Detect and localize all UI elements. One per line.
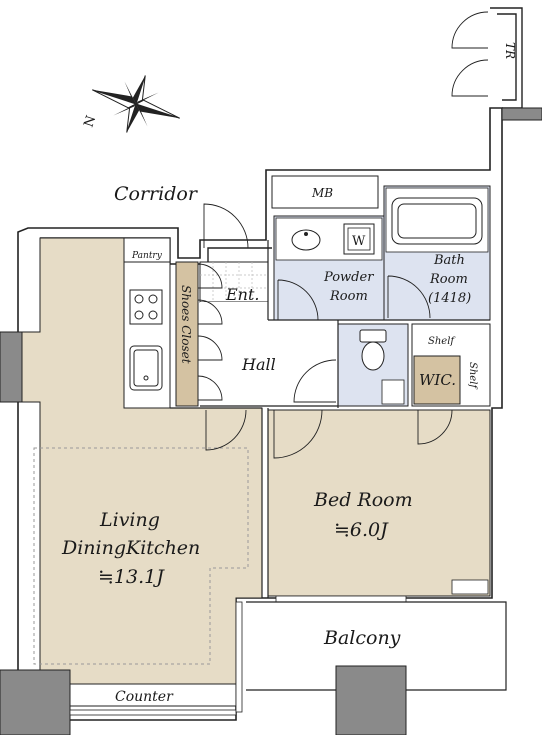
tr-door-1 xyxy=(451,11,489,49)
ldk-side-window xyxy=(235,601,243,713)
mb-label: MB xyxy=(311,186,333,200)
doors xyxy=(197,11,489,459)
pantry-label: Pantry xyxy=(131,251,163,261)
column-left-lower xyxy=(0,669,71,735)
bathtub-icon xyxy=(391,197,483,245)
shelf-side-label: Shelf xyxy=(467,362,478,390)
shelf-top-label: Shelf xyxy=(428,336,456,347)
washbasin-icon xyxy=(291,229,321,251)
washer-label: W xyxy=(352,234,366,249)
kitchen-sink-icon xyxy=(129,345,163,391)
bath-room-label-1: Bath xyxy=(433,253,465,268)
bedroom-ac-box xyxy=(451,579,489,595)
column-upper-right xyxy=(501,107,542,121)
counter-label: Counter xyxy=(115,689,174,705)
bath-room-label-2: Room xyxy=(429,272,468,287)
shoes-closet-door-3 xyxy=(197,335,223,361)
toilet-cabinet xyxy=(381,379,405,405)
toilet-door xyxy=(293,359,337,403)
ldk-size: ≒13.1J xyxy=(98,566,165,588)
washing-machine-icon: W xyxy=(343,223,375,255)
entrance-door xyxy=(203,203,249,249)
tr-label: TR xyxy=(503,42,517,59)
powder-room-label-2: Room xyxy=(329,289,368,304)
balcony-label: Balcony xyxy=(323,627,401,649)
shoes-closet-label: Shoes Closet xyxy=(179,285,193,364)
bedroom-floor xyxy=(267,409,491,597)
stove-icon xyxy=(129,289,163,325)
ldk-window xyxy=(69,709,237,716)
bedroom-door xyxy=(273,409,323,459)
hall-label: Hall xyxy=(241,355,276,374)
bedroom-name: Bed Room xyxy=(313,489,413,511)
entrance-tiles xyxy=(199,261,269,303)
bath-door xyxy=(387,275,431,319)
ldk-door xyxy=(205,409,247,451)
shoes-closet-door-1 xyxy=(197,263,223,289)
interior-walls xyxy=(170,240,490,598)
ldk-label-1: Living xyxy=(99,509,160,531)
shoes-closet xyxy=(175,261,199,407)
wic-label: WIC. xyxy=(419,371,456,389)
shoes-closet-door-2 xyxy=(197,299,223,325)
compass-icon: N xyxy=(82,75,180,133)
ldk-label-2: DiningKitchen xyxy=(61,537,200,559)
compass-north-label: N xyxy=(82,114,100,129)
entrance-label: Ent. xyxy=(225,285,260,304)
bath-room-label-3: (1418) xyxy=(428,291,471,306)
ldk-dashed-outline xyxy=(33,447,249,665)
bedroom-window xyxy=(275,595,407,603)
wic-door xyxy=(417,409,453,445)
pantry xyxy=(123,237,171,263)
powder-room-door xyxy=(277,279,319,321)
balcony xyxy=(246,601,507,691)
toilet-icon xyxy=(359,329,387,371)
meter-box xyxy=(271,175,379,209)
column-bottom-middle xyxy=(335,665,407,735)
wic xyxy=(413,355,461,405)
powder-room-label-1: Powder xyxy=(323,270,374,285)
bedroom-size: ≒6.0J xyxy=(334,519,389,541)
corridor-label: Corridor xyxy=(114,183,199,205)
bathtub-area xyxy=(385,187,489,253)
shoes-closet-door-4 xyxy=(197,375,223,401)
tr-door-2 xyxy=(451,59,489,97)
